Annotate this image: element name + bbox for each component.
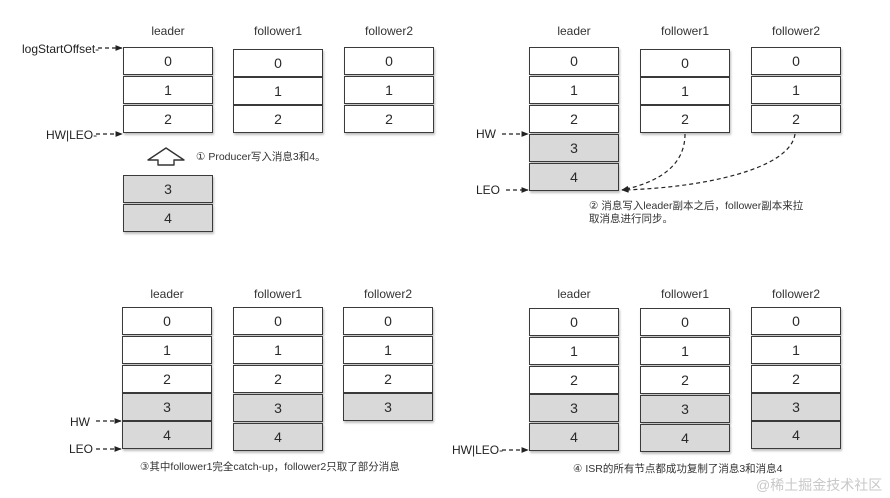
column-header-follower2: follower2 <box>771 24 821 38</box>
log-cell: 3 <box>529 134 619 162</box>
step-2-caption-line-1: ② 消息写入leader副本之后，follower副本来拉 <box>589 200 804 212</box>
log-start-offset-label: logStartOffset- <box>22 42 100 56</box>
log-cell: 2 <box>529 105 619 133</box>
log-cell: 1 <box>640 337 730 365</box>
log-cell: 3 <box>640 395 730 423</box>
log-cell: 0 <box>751 307 841 335</box>
log-cell: 1 <box>343 336 433 364</box>
log-cell: 0 <box>344 47 434 75</box>
log-cell: 2 <box>529 366 619 394</box>
pending-message-cell: 4 <box>123 204 213 232</box>
watermark: @稀土掘金技术社区 <box>756 477 883 493</box>
log-cell: 4 <box>233 423 323 451</box>
pending-message-cell: 3 <box>123 175 213 203</box>
column-header-follower2: follower2 <box>363 287 413 301</box>
log-cell: 0 <box>640 308 730 336</box>
log-cell: 1 <box>233 336 323 364</box>
hw-leo-label: HW|LEO- <box>452 443 504 457</box>
log-cell: 4 <box>529 423 619 451</box>
hw-label: HW <box>70 415 90 429</box>
step-2-caption-line-2: 取消息进行同步。 <box>589 213 673 225</box>
log-cell: 4 <box>640 424 730 452</box>
log-cell: 3 <box>122 393 212 421</box>
column-header-follower2: follower2 <box>364 24 414 38</box>
log-cell: 0 <box>233 49 323 77</box>
step-1-caption: ① Producer写入消息3和4。 <box>196 151 326 163</box>
column-header-leader: leader <box>557 287 591 301</box>
hw-leo-label: HW|LEO- <box>46 128 98 142</box>
log-cell: 0 <box>529 47 619 75</box>
log-cell: 0 <box>123 47 213 75</box>
column-header-leader: leader <box>151 24 185 38</box>
log-cell: 0 <box>640 49 730 77</box>
log-cell: 4 <box>529 163 619 191</box>
log-cell: 1 <box>123 76 213 104</box>
log-cell: 1 <box>529 337 619 365</box>
log-cell: 4 <box>122 421 212 449</box>
log-cell: 0 <box>122 307 212 335</box>
column-header-follower1: follower1 <box>660 24 710 38</box>
step-4-caption: ④ ISR的所有节点都成功复制了消息3和消息4 <box>573 463 783 475</box>
log-cell: 1 <box>233 77 323 105</box>
log-cell: 2 <box>123 105 213 133</box>
column-header-leader: leader <box>557 24 591 38</box>
log-cell: 3 <box>233 394 323 422</box>
log-cell: 2 <box>640 366 730 394</box>
log-cell: 0 <box>343 307 433 335</box>
column-header-follower1: follower1 <box>660 287 710 301</box>
column-header-leader: leader <box>150 287 184 301</box>
log-cell: 1 <box>640 77 730 105</box>
log-cell: 1 <box>344 76 434 104</box>
log-cell: 1 <box>751 76 841 104</box>
column-header-follower1: follower1 <box>253 24 303 38</box>
log-cell: 3 <box>751 393 841 421</box>
log-cell: 2 <box>343 365 433 393</box>
log-cell: 1 <box>122 336 212 364</box>
hw-label: HW <box>476 127 496 141</box>
log-cell: 0 <box>751 47 841 75</box>
log-cell: 2 <box>233 105 323 133</box>
leo-label: LEO <box>69 442 94 456</box>
log-cell: 3 <box>343 393 433 421</box>
log-cell: 2 <box>751 105 841 133</box>
log-cell: 2 <box>640 105 730 133</box>
log-cell: 2 <box>344 105 434 133</box>
log-cell: 1 <box>751 336 841 364</box>
column-header-follower1: follower1 <box>253 287 303 301</box>
log-cell: 0 <box>233 307 323 335</box>
log-cell: 2 <box>233 365 323 393</box>
log-cell: 2 <box>751 365 841 393</box>
log-cell: 2 <box>122 365 212 393</box>
leo-label: LEO <box>476 183 501 197</box>
log-cell: 4 <box>751 421 841 449</box>
column-header-follower2: follower2 <box>771 287 821 301</box>
log-cell: 0 <box>529 308 619 336</box>
log-cell: 3 <box>529 394 619 422</box>
log-cell: 1 <box>529 76 619 104</box>
step-3-caption: ③其中follower1完全catch-up，follower2只取了部分消息 <box>140 461 400 473</box>
